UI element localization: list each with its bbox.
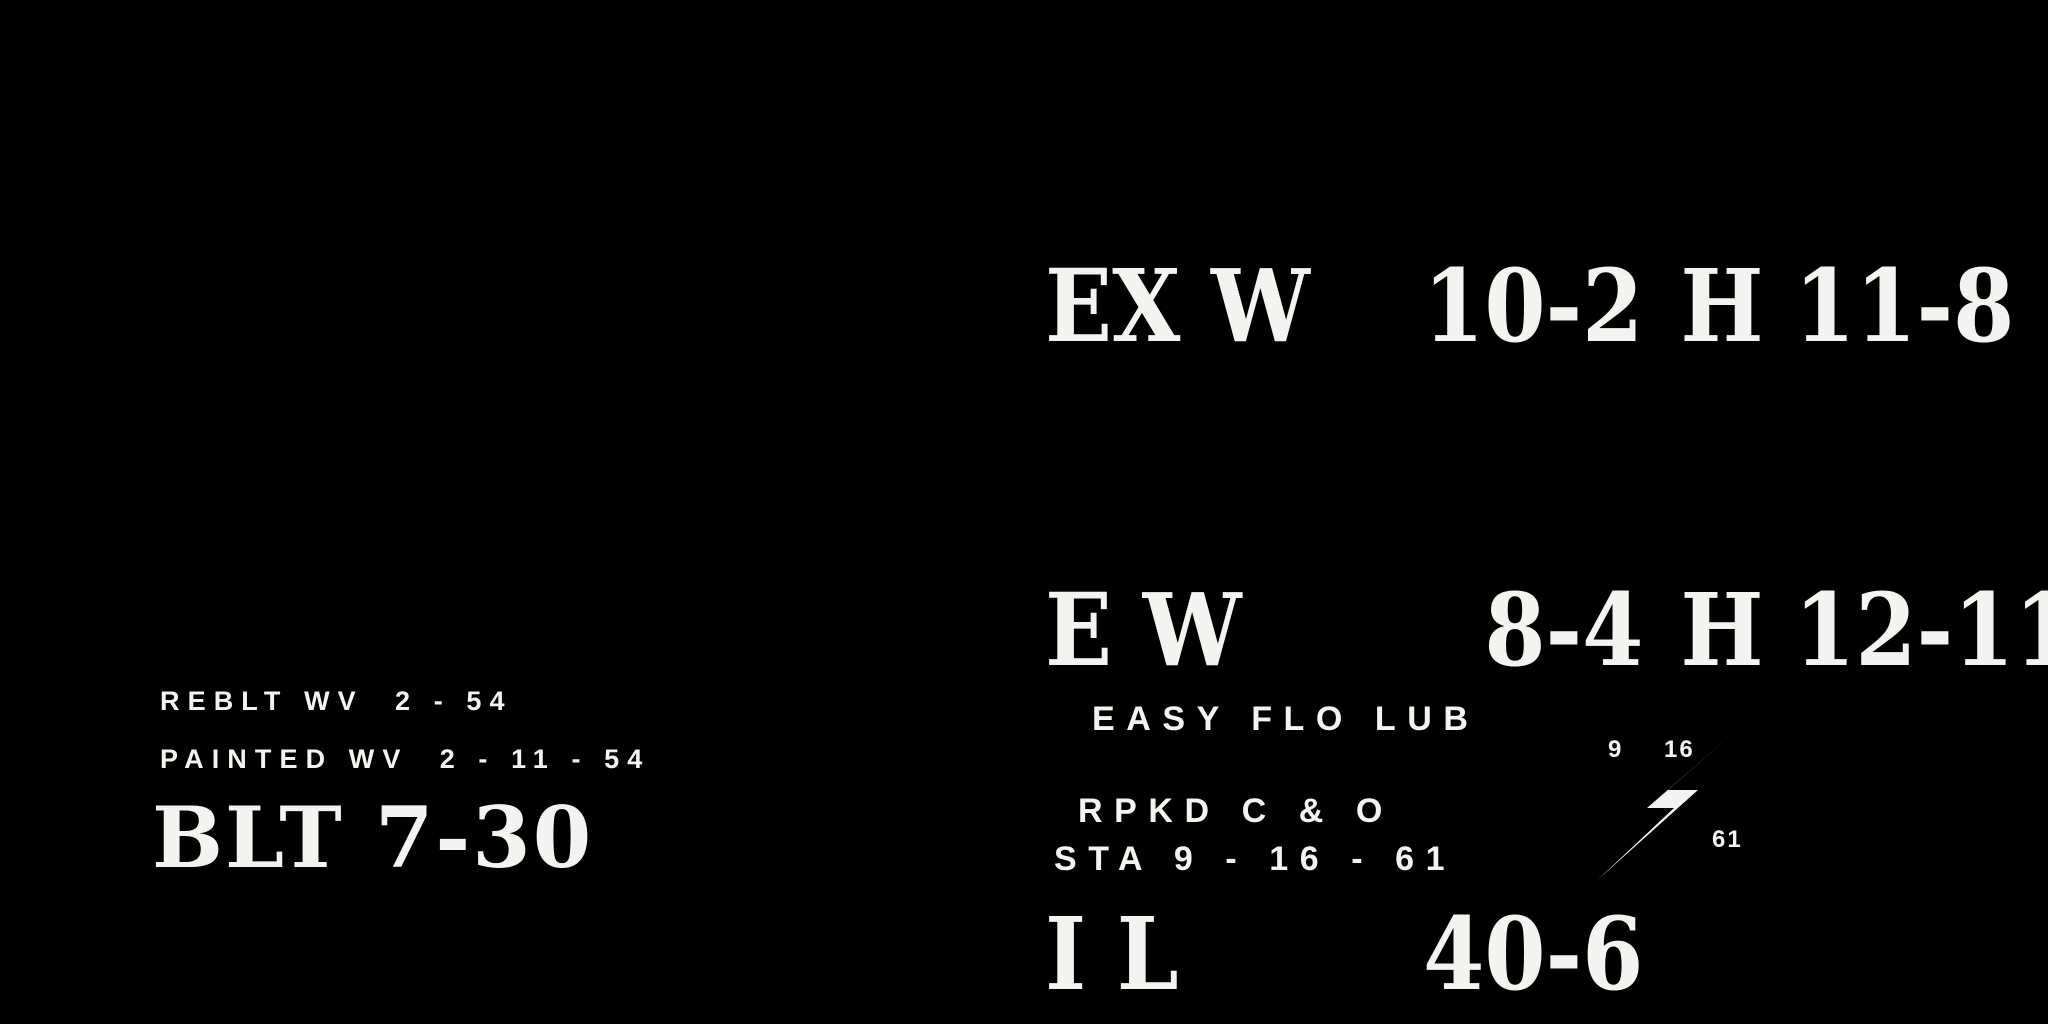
- dim-value: 40-6: [1423, 895, 1644, 1013]
- painted-stencil: PAINTED WV 2 - 11 - 54: [160, 744, 651, 774]
- dim-label: EX W: [1045, 247, 1310, 365]
- easy-flo-lub-stencil: EASY FLO LUB: [1092, 700, 1480, 738]
- dim-value: 10-2: [1423, 247, 1644, 365]
- dim-label: E W: [1045, 571, 1242, 689]
- dim-label: I L: [1045, 895, 1179, 1013]
- dim-extra: [1643, 900, 2048, 1008]
- repack-flash-mark: 9 16 61: [1590, 730, 1780, 886]
- dim-row-exterior-width: EX W 10-2 H 11-8: [1045, 252, 2048, 360]
- built-date-stencil: BLT 7-30: [152, 788, 594, 887]
- rebuilt-stencil: REBLT WV 2 - 54: [160, 686, 513, 716]
- repack-month: 9: [1608, 736, 1624, 763]
- dim-row-interior-length: I L 40-6: [1045, 900, 2048, 1008]
- dim-extra: H 12-11: [1680, 571, 2048, 689]
- lightning-flash-icon: [1597, 730, 1737, 880]
- station-date-stencil: STA 9 - 16 - 61: [1054, 840, 1457, 878]
- dim-extra: H 11-8: [1680, 247, 2015, 365]
- dimensional-data-block: EX W 10-2 H 11-8 E W 8-4 H 12-11 I L 40-…: [1045, 36, 2048, 1024]
- repacked-stencil: RPKD C & O: [1078, 792, 1394, 830]
- repack-day: 16: [1664, 736, 1695, 763]
- dim-value: 8-4: [1484, 571, 1644, 689]
- dim-row-eaves-width: E W 8-4 H 12-11: [1045, 576, 2048, 684]
- repack-year: 61: [1712, 826, 1743, 853]
